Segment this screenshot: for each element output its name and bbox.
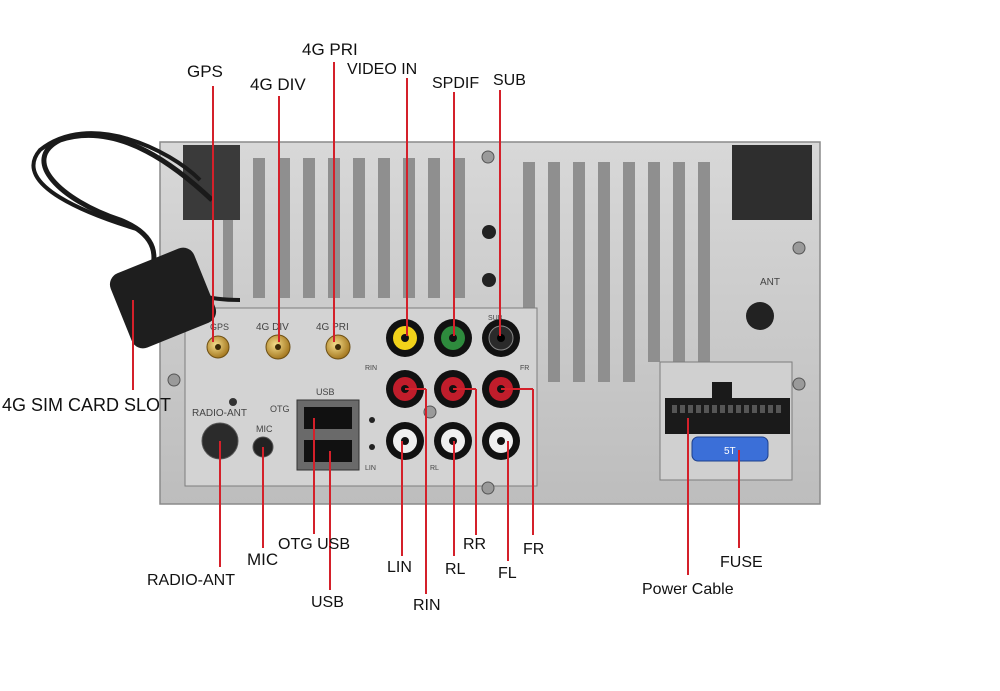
panel-text-gps: GPS bbox=[210, 322, 229, 332]
power-connector bbox=[665, 382, 790, 434]
label-fuse: FUSE bbox=[720, 554, 763, 571]
label-spdif: SPDIF bbox=[432, 75, 480, 92]
label-radio-ant: RADIO-ANT bbox=[147, 572, 235, 589]
sim-card-module bbox=[109, 247, 217, 349]
mic-led bbox=[229, 398, 237, 406]
label-mic: MIC bbox=[247, 550, 279, 569]
panel-text-rl: RL bbox=[430, 465, 439, 472]
label-power-cable: Power Cable bbox=[642, 581, 734, 598]
label-usb: USB bbox=[311, 594, 344, 611]
panel-text-fr: FR bbox=[520, 365, 529, 372]
vent-slots bbox=[223, 158, 710, 382]
label-4g-sim-card-slot: 4G SIM CARD SLOT bbox=[2, 395, 172, 415]
panel-text-otg: OTG bbox=[270, 404, 290, 414]
panel-text-ant: ANT bbox=[760, 277, 780, 288]
panel-text-fuse: 5T bbox=[724, 446, 736, 457]
panel-text-div: 4G DIV bbox=[256, 322, 289, 333]
label-fl: FL bbox=[498, 565, 517, 582]
label-sub: SUB bbox=[493, 72, 526, 89]
panel-text-rin: RIN bbox=[365, 365, 377, 372]
label-fr: FR bbox=[523, 541, 545, 558]
fuse-body bbox=[691, 436, 769, 462]
panel-text-mic: MIC bbox=[256, 424, 273, 434]
panel-text-radio-ant: RADIO-ANT bbox=[192, 408, 247, 419]
panel-text-pri: 4G PRI bbox=[316, 322, 349, 333]
label-otg-usb: OTG USB bbox=[278, 536, 351, 553]
sma-connectors bbox=[206, 334, 351, 360]
label-rin: RIN bbox=[413, 597, 441, 614]
panel-text: GPS 4G DIV 4G PRI USB OTG MIC RADIO-ANT … bbox=[192, 277, 780, 472]
label-4g-div: 4G DIV bbox=[250, 75, 306, 94]
label-video-in: VIDEO IN bbox=[347, 61, 418, 78]
panel-text-usb: USB bbox=[316, 387, 335, 397]
panel-text-lin: LIN bbox=[365, 465, 376, 472]
label-lin: LIN bbox=[387, 559, 412, 576]
label-rl: RL bbox=[445, 561, 466, 578]
label-gps: GPS bbox=[187, 62, 223, 81]
pointer-lines bbox=[132, 62, 740, 594]
usb-ports bbox=[296, 399, 360, 471]
label-4g-pri: 4G PRI bbox=[302, 40, 358, 59]
panel-text-sub: SUB bbox=[488, 315, 503, 322]
label-rr: RR bbox=[463, 536, 487, 553]
